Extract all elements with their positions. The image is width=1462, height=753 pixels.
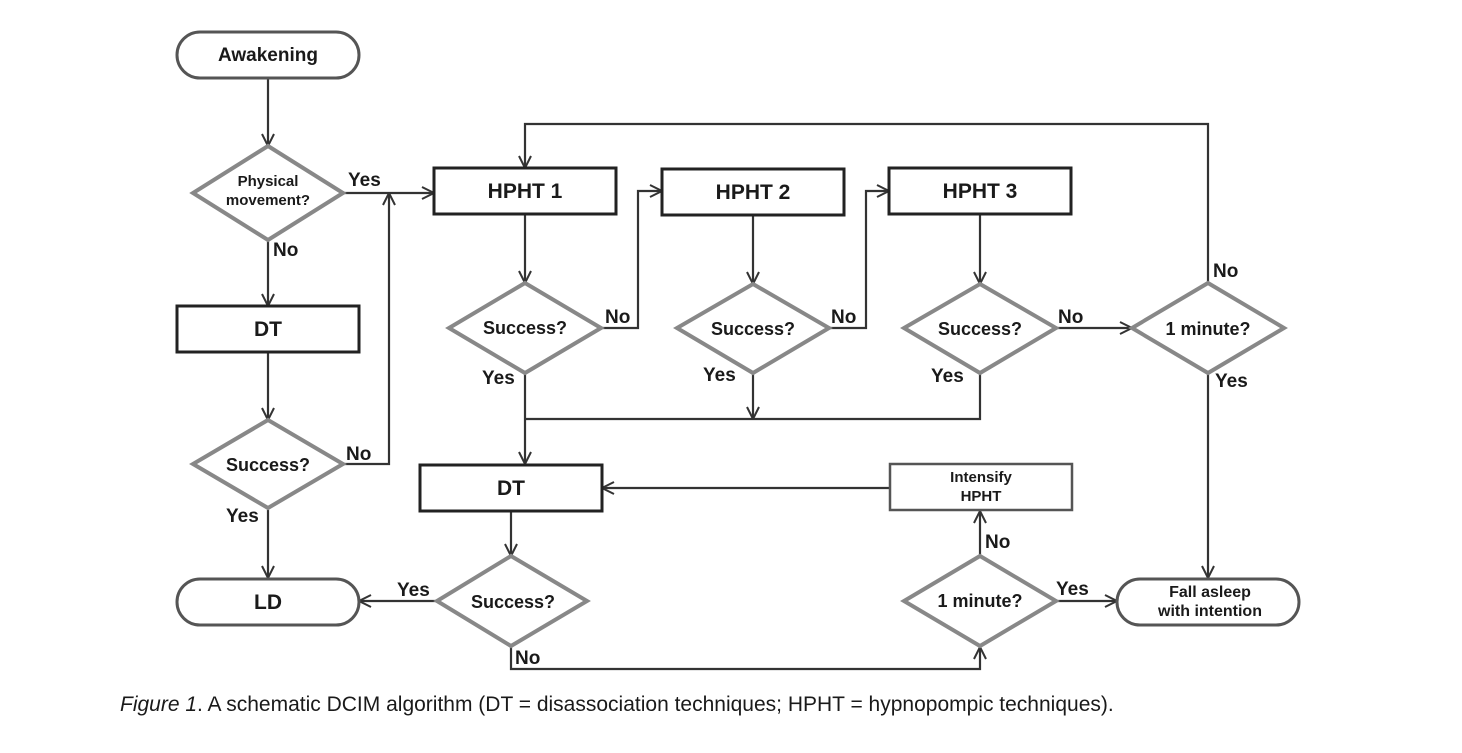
label-yes-success-left: Yes <box>226 506 259 527</box>
terminals: Awakening LD Fall asleep with intention <box>175 30 1301 627</box>
decisions: Physical movement? Success? Success? Suc… <box>189 143 1288 649</box>
process-boxes: DT HPHT 1 HPHT 2 HPHT 3 DT Intensify HPH… <box>175 166 1074 513</box>
label-no-success-left: No <box>346 444 371 465</box>
fall-asleep-label-line2: with intention <box>1157 603 1262 620</box>
ld-label: LD <box>254 591 282 614</box>
one-minute-top-label: 1 minute? <box>1165 319 1250 339</box>
label-no-success3: No <box>1058 307 1083 328</box>
success-center-diamond <box>433 553 591 649</box>
label-no-success2: No <box>831 307 856 328</box>
figure-label: Figure 1 <box>120 693 198 716</box>
figure-caption: Figure 1. A schematic DCIM algorithm (DT… <box>120 693 1114 717</box>
label-no-success1: No <box>605 307 630 328</box>
label-no-minute-top: No <box>1213 261 1238 282</box>
figure-caption-text: . A schematic DCIM algorithm (DT = disas… <box>197 693 1114 716</box>
edge-success-left-no-to-hpht1 <box>343 193 389 466</box>
label-yes-physical: Yes <box>348 170 381 191</box>
hpht2-label: HPHT 2 <box>716 181 791 204</box>
edge-success1-no-to-hpht2 <box>601 191 662 330</box>
dt-left-label: DT <box>254 318 282 341</box>
success-hpht2-diamond <box>673 281 833 376</box>
dt-box-left <box>175 304 361 354</box>
edge-success-center-no-to-minute <box>509 646 980 671</box>
label-no-minute-bottom: No <box>985 532 1010 553</box>
success-left-diamond <box>189 417 347 511</box>
dt-box-center <box>418 463 604 513</box>
physical-movement-line1: Physical <box>238 173 299 190</box>
ld-terminal <box>175 577 361 627</box>
intensify-label-line1: Intensify <box>950 469 1012 486</box>
hpht3-box <box>887 166 1073 216</box>
connectors <box>268 78 1210 671</box>
success-left-label: Success? <box>226 455 310 475</box>
label-yes-minute-bottom: Yes <box>1056 579 1089 600</box>
awakening-terminal <box>175 30 361 80</box>
hpht3-label: HPHT 3 <box>943 180 1018 203</box>
awakening-label: Awakening <box>218 45 318 66</box>
physical-movement-diamond <box>189 143 347 243</box>
success-hpht3-diamond <box>900 281 1060 376</box>
flowchart: Yes No No Yes No Yes No Yes No Yes No Ye… <box>175 30 1301 671</box>
hpht1-label: HPHT 1 <box>488 180 563 203</box>
edge-success2-no-to-hpht3 <box>829 191 889 330</box>
label-no-success-center: No <box>515 648 540 669</box>
success-hpht3-label: Success? <box>938 319 1022 339</box>
success-hpht1-diamond <box>445 280 605 376</box>
edge-success3-yes-merge <box>525 373 982 421</box>
one-minute-bottom-diamond <box>900 553 1060 649</box>
edge-labels: Yes No No Yes No Yes No Yes No Yes No Ye… <box>226 170 1248 669</box>
intensify-hpht-box <box>888 462 1074 512</box>
label-yes-success2: Yes <box>703 365 736 386</box>
one-minute-bottom-label: 1 minute? <box>937 591 1022 611</box>
intensify-label-line2: HPHT <box>961 488 1002 505</box>
dt-center-label: DT <box>497 477 525 500</box>
success-hpht2-label: Success? <box>711 319 795 339</box>
edge-minute-no-to-hpht1 <box>525 122 1210 283</box>
label-yes-minute-top: Yes <box>1215 371 1248 392</box>
label-no-physical: No <box>273 240 298 261</box>
fall-asleep-label-line1: Fall asleep <box>1169 584 1251 601</box>
hpht2-box <box>660 167 846 217</box>
hpht1-box <box>432 166 618 216</box>
label-yes-success1: Yes <box>482 368 515 389</box>
success-center-label: Success? <box>471 592 555 612</box>
success-hpht1-label: Success? <box>483 318 567 338</box>
one-minute-top-diamond <box>1128 280 1288 376</box>
label-yes-success3: Yes <box>931 366 964 387</box>
physical-movement-line2: movement? <box>226 192 310 209</box>
fall-asleep-terminal <box>1115 577 1301 627</box>
label-yes-success-center: Yes <box>397 580 430 601</box>
